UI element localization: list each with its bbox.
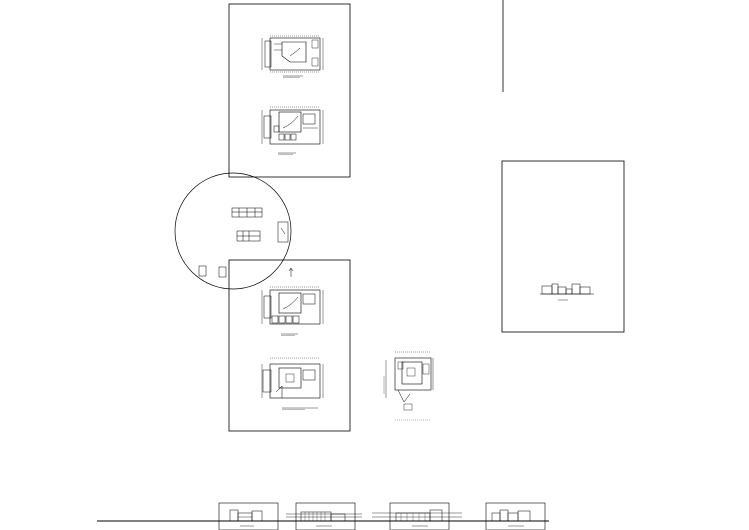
floor-plan-1 <box>261 35 324 78</box>
detail-block-4 <box>198 265 207 277</box>
elevation-4 <box>485 502 546 530</box>
bottom-strip[interactable] <box>97 502 549 530</box>
sheet-b-frame <box>228 259 351 432</box>
detail-circle <box>174 172 292 290</box>
sheet-c-frame <box>501 160 625 333</box>
detail-block-3 <box>277 221 289 243</box>
floor-plan-4 <box>261 357 324 410</box>
sheet-c[interactable] <box>501 160 625 333</box>
sheet-a-frame <box>228 3 351 178</box>
loose-floor-plan[interactable] <box>383 351 434 421</box>
floor-plan-3 <box>261 286 324 336</box>
sheet-a[interactable] <box>228 3 351 178</box>
floor-plan-2 <box>261 106 324 155</box>
elevation-2 <box>286 502 362 530</box>
sheet-b[interactable] <box>228 259 351 432</box>
detail-block-1 <box>231 207 263 218</box>
detail-block-5 <box>218 266 227 278</box>
elevation-1 <box>218 502 279 530</box>
elevation-small <box>540 283 594 301</box>
circle-detail[interactable] <box>174 172 292 290</box>
detail-block-2 <box>236 230 261 242</box>
elevation-3 <box>372 502 462 530</box>
